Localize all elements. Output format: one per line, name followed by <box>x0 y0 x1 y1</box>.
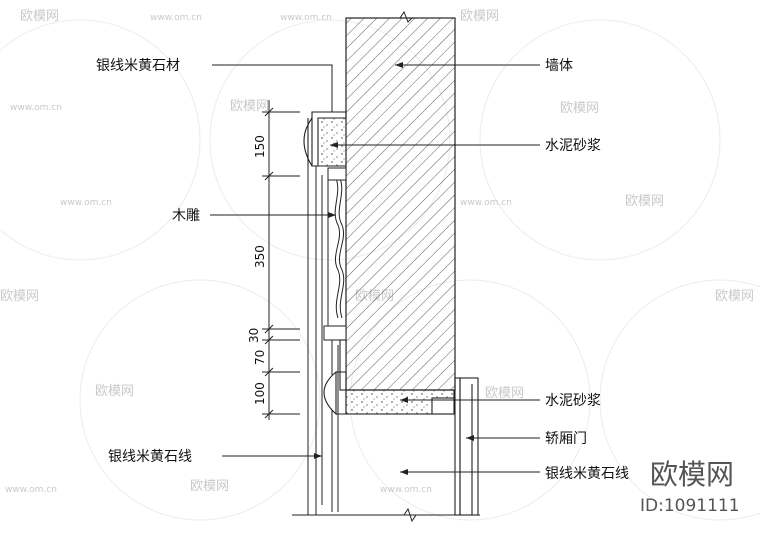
watermark-id: ID:1091111 <box>640 496 740 516</box>
watermark-corner: 欧模网 ID:1091111 <box>640 458 740 516</box>
wm-site: www.om.cn <box>150 13 202 23</box>
wood-carving-panel <box>307 166 347 515</box>
wm-brand: 欧模网 <box>715 289 754 304</box>
break-line-bottom <box>292 507 480 523</box>
wm-brand: 欧模网 <box>190 479 229 494</box>
wm-site: www.om.cn <box>5 485 57 495</box>
stone-cap-molding <box>303 111 347 167</box>
label-stone-line-right: 银线米黄石线 <box>545 465 629 482</box>
wm-site: www.om.cn <box>280 13 332 23</box>
wm-brand: 欧模网 <box>460 9 499 24</box>
label-wall: 墙体 <box>545 58 573 74</box>
dim-350: 350 <box>253 245 267 268</box>
leader-lines <box>210 64 540 473</box>
watermark-repeats: 欧模网 www.om.cn www.om.cn 欧模网 欧模网 www.om.c… <box>0 9 754 495</box>
label-wood-carving: 木雕 <box>172 208 200 224</box>
dim-30: 30 <box>247 328 261 343</box>
wm-site: www.om.cn <box>60 198 112 208</box>
label-stone-line-left: 银线米黄石线 <box>108 448 192 465</box>
wm-site: www.om.cn <box>460 198 512 208</box>
dim-100: 100 <box>253 382 267 405</box>
dim-150: 150 <box>253 135 267 158</box>
wm-brand: 欧模网 <box>485 386 524 401</box>
label-cement-mortar-bottom: 水泥砂浆 <box>545 393 601 409</box>
wm-brand: 欧模网 <box>625 194 664 209</box>
wall-section <box>345 10 456 391</box>
label-cement-mortar-top: 水泥砂浆 <box>545 138 601 154</box>
wm-brand: 欧模网 <box>20 9 59 24</box>
label-stone-material: 银线米黄石材 <box>96 57 180 74</box>
car-door <box>454 377 479 516</box>
dimension-chain <box>262 100 300 420</box>
label-car-door: 轿厢门 <box>545 431 587 447</box>
wm-brand: 欧模网 <box>95 384 134 399</box>
wm-brand: 欧模网 <box>560 101 599 116</box>
wm-brand: 欧模网 <box>0 289 39 304</box>
wm-brand: 欧模网 <box>230 99 269 114</box>
mortar-layer-top <box>317 117 347 167</box>
dim-70: 70 <box>253 350 267 365</box>
callout-labels: 银线米黄石材 墙体 水泥砂浆 木雕 水泥砂浆 轿厢门 银线米黄石线 银线米黄石线 <box>96 57 629 482</box>
leader-arrowheads <box>314 62 474 475</box>
wm-site: www.om.cn <box>10 103 62 113</box>
dimension-labels: 150 350 30 70 100 <box>247 135 267 405</box>
wm-site: www.om.cn <box>380 485 432 495</box>
watermark-brand-large: 欧模网 <box>650 458 734 491</box>
base-stone-line <box>323 339 455 416</box>
